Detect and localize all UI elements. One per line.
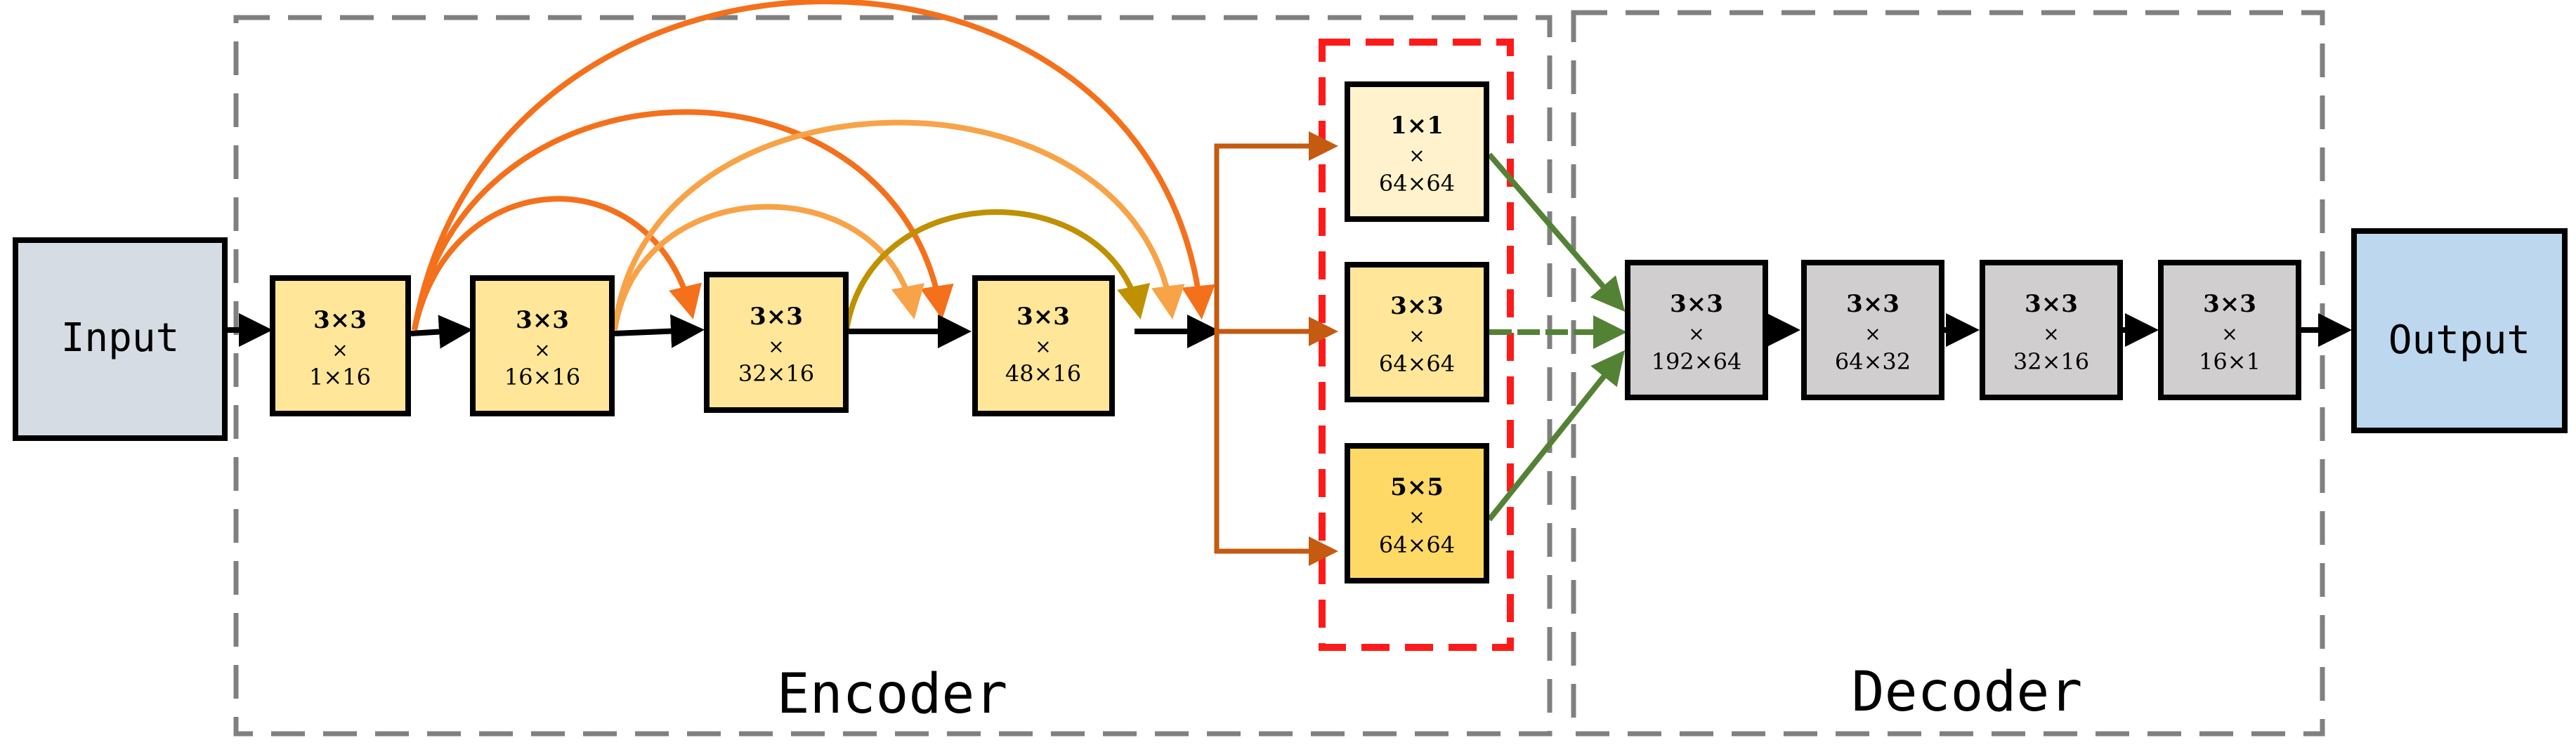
decoder-block-1: 3×3 × 192×64 bbox=[1625, 260, 1768, 400]
branch-block-5x5: 5×5 × 64×64 bbox=[1345, 443, 1489, 583]
block-channels: 64×64 bbox=[1379, 350, 1455, 377]
block-kernel: 3×3 bbox=[313, 306, 367, 334]
branch-block-3x3: 3×3 × 64×64 bbox=[1345, 262, 1489, 402]
branch-block-1x1: 1×1 × 64×64 bbox=[1345, 81, 1489, 222]
block-times: × bbox=[1035, 335, 1051, 358]
merge-arrows bbox=[1486, 152, 1627, 522]
block-channels: 64×32 bbox=[1835, 348, 1911, 375]
block-kernel: 3×3 bbox=[2025, 290, 2078, 318]
decoder-region bbox=[1571, 10, 2325, 737]
block-times: × bbox=[1864, 322, 1881, 345]
block-times: × bbox=[1408, 324, 1425, 348]
block-channels: 16×1 bbox=[2199, 348, 2261, 375]
skip-arc-e1-e3 bbox=[412, 196, 702, 331]
branch-line-top bbox=[1214, 131, 1338, 331]
block-kernel: 3×3 bbox=[1016, 303, 1070, 331]
merge-arrow-bottom bbox=[1486, 350, 1625, 522]
decoder-label: Decoder bbox=[1852, 661, 2083, 724]
decoder-block-2: 3×3 × 64×32 bbox=[1801, 260, 1944, 400]
block-kernel: 3×3 bbox=[516, 306, 569, 334]
block-times: × bbox=[768, 335, 784, 358]
block-channels: 48×16 bbox=[1005, 360, 1081, 387]
block-channels: 64×64 bbox=[1379, 532, 1455, 558]
skip-arc-e2-e4 bbox=[612, 204, 924, 331]
branch-line-bottom bbox=[1214, 331, 1338, 566]
skip-arc-e2-concat bbox=[612, 119, 1185, 331]
block-kernel: 3×3 bbox=[1670, 290, 1723, 318]
skip-connections bbox=[412, 0, 1215, 331]
branch-arrows bbox=[1214, 131, 1338, 566]
block-kernel: 1×1 bbox=[1390, 112, 1444, 140]
skip-arc-e1-e4 bbox=[412, 109, 954, 331]
arrow-e1-e2 bbox=[410, 315, 473, 349]
block-times: × bbox=[2221, 322, 2237, 345]
encoder-block-4: 3×3 × 48×16 bbox=[972, 275, 1115, 416]
block-channels: 16×16 bbox=[504, 364, 580, 390]
block-channels: 32×16 bbox=[738, 360, 814, 387]
main-chain-arrows bbox=[225, 313, 1221, 349]
encoder-block-3: 3×3 × 32×16 bbox=[704, 272, 849, 413]
block-channels: 1×16 bbox=[309, 364, 371, 390]
output-label: Output bbox=[2388, 317, 2530, 363]
encoder-region bbox=[233, 15, 1552, 737]
block-channels: 32×16 bbox=[2013, 348, 2089, 375]
block-channels: 64×64 bbox=[1379, 170, 1455, 197]
block-times: × bbox=[1408, 506, 1425, 529]
block-times: × bbox=[534, 338, 550, 362]
skip-arc-e3-concat bbox=[844, 209, 1151, 331]
block-channels: 192×64 bbox=[1652, 348, 1742, 375]
encoder-block-1: 3×3 × 1×16 bbox=[270, 275, 411, 416]
skip-arc-e1-concat bbox=[412, 0, 1215, 331]
block-times: × bbox=[1688, 322, 1704, 345]
encoder-block-2: 3×3 × 16×16 bbox=[470, 275, 615, 416]
block-kernel: 3×3 bbox=[2203, 290, 2256, 318]
block-times: × bbox=[1408, 144, 1425, 167]
decoder-block-3: 3×3 × 32×16 bbox=[1980, 260, 2123, 400]
encoder-label: Encoder bbox=[777, 663, 1008, 726]
block-times: × bbox=[2043, 322, 2059, 345]
decoder-block-4: 3×3 × 16×1 bbox=[2158, 260, 2301, 400]
arrow-e2-e3 bbox=[614, 314, 705, 348]
merge-arrow-top bbox=[1486, 152, 1626, 312]
block-kernel: 3×3 bbox=[1390, 292, 1444, 320]
block-kernel: 5×5 bbox=[1390, 473, 1444, 501]
block-times: × bbox=[332, 338, 348, 362]
output-node: Output bbox=[2351, 228, 2568, 433]
block-kernel: 3×3 bbox=[1846, 290, 1900, 318]
input-node: Input bbox=[13, 237, 228, 441]
input-label: Input bbox=[61, 315, 180, 361]
block-kernel: 3×3 bbox=[750, 303, 803, 331]
